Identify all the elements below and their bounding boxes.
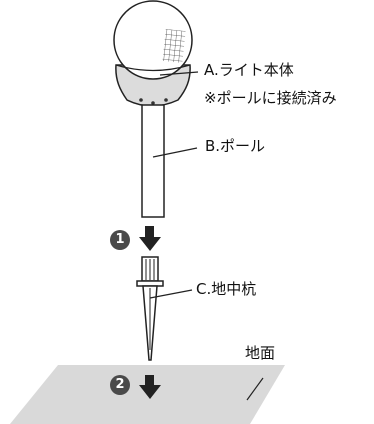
pole-shape — [141, 104, 165, 218]
label-light-note: ※ポールに接続済み — [204, 89, 337, 107]
stake-shape — [136, 256, 164, 361]
label-light-body: A.ライト本体 — [204, 61, 294, 79]
leader-line-ground — [246, 377, 264, 401]
step-1-arrow — [139, 226, 161, 251]
label-ground: 地面 — [245, 344, 276, 362]
step-2-arrow — [139, 375, 161, 399]
label-pole: B.ポール — [205, 137, 266, 155]
leader-line-b — [152, 147, 198, 158]
leader-line-c — [149, 289, 193, 299]
step-2-badge: 2 — [110, 375, 130, 395]
step-1-badge: 1 — [110, 230, 130, 250]
light-body-shape — [113, 0, 193, 107]
leader-line-a — [159, 71, 199, 76]
label-stake: C.地中杭 — [196, 280, 257, 298]
